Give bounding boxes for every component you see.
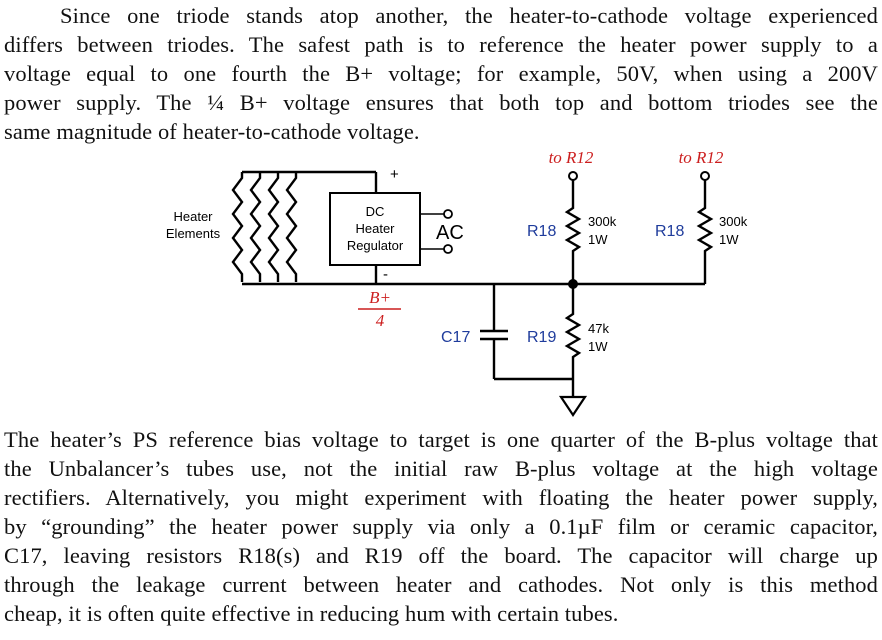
heater-bias-schematic: Heater Elements DC Heater Regulator + - … — [166, 148, 748, 417]
r18-right-terminal — [700, 171, 710, 181]
regulator-minus-sign: - — [383, 266, 388, 283]
heater-label-line1: Heater — [173, 209, 213, 224]
ac-input-terminals — [420, 209, 453, 254]
heater-elements-symbol — [231, 170, 376, 286]
regulator-label-line3: Regulator — [347, 238, 404, 253]
intro-line-3: voltage equal to one fourth the B+ volta… — [4, 61, 878, 86]
r18-right-name: R18 — [655, 223, 684, 240]
explanation-line-2: the Unbalancer’s tubes use, not the init… — [4, 456, 878, 481]
c17-name: C17 — [441, 329, 470, 346]
ac-label: AC — [436, 222, 464, 244]
explanation-line-7: cheap, it is often quite effective in re… — [4, 601, 619, 626]
explanation-line-6: through the leakage current between heat… — [4, 572, 878, 597]
explanation-line-5: C17, leaving resistors R18(s) and R19 of… — [4, 543, 878, 568]
r18-left-power: 1W — [588, 232, 608, 247]
heater-label-line2: Elements — [166, 226, 221, 241]
r19-power: 1W — [588, 339, 608, 354]
intro-line-4: power supply. The ¼ B+ voltage ensures t… — [4, 90, 878, 115]
r18-right-power: 1W — [719, 232, 739, 247]
r18-left-name: R18 — [527, 223, 556, 240]
r19-value: 47k — [588, 321, 609, 336]
regulator-plus-sign: + — [390, 166, 399, 183]
explanation-line-3: rectifiers. Alternatively, you might exp… — [4, 485, 878, 510]
r18-left-terminal — [568, 171, 578, 181]
c17-capacitor — [480, 284, 573, 381]
r18-right-value: 300k — [719, 214, 748, 229]
explanation-line-1: The heater’s PS reference bias voltage t… — [4, 427, 878, 452]
r18-right-resistor — [696, 180, 714, 284]
intro-line-2: differs between triodes. The safest path… — [4, 32, 878, 57]
r18-left-value: 300k — [588, 214, 617, 229]
intro-line-5: same magnitude of heater-to-cathode volt… — [4, 119, 420, 144]
r18-left-resistor — [564, 180, 582, 284]
intro-line-1: Since one triode stands atop another, th… — [60, 3, 878, 28]
bias-fraction-denominator: 4 — [376, 311, 385, 330]
r18-right-destination: to R12 — [679, 148, 724, 167]
intro-paragraph: Since one triode stands atop another, th… — [4, 1, 878, 146]
r19-resistor — [564, 284, 582, 397]
r18-left-destination: to R12 — [549, 148, 594, 167]
r19-name: R19 — [527, 329, 556, 346]
explanation-line-4: by “grounding” the heater power supply v… — [4, 514, 878, 539]
regulator-label-line1: DC — [366, 204, 385, 219]
explanation-paragraph: The heater’s PS reference bias voltage t… — [4, 425, 878, 628]
regulator-label-line2: Heater — [355, 221, 395, 236]
ground-icon — [558, 395, 588, 417]
bias-fraction-numerator: B+ — [369, 288, 391, 307]
